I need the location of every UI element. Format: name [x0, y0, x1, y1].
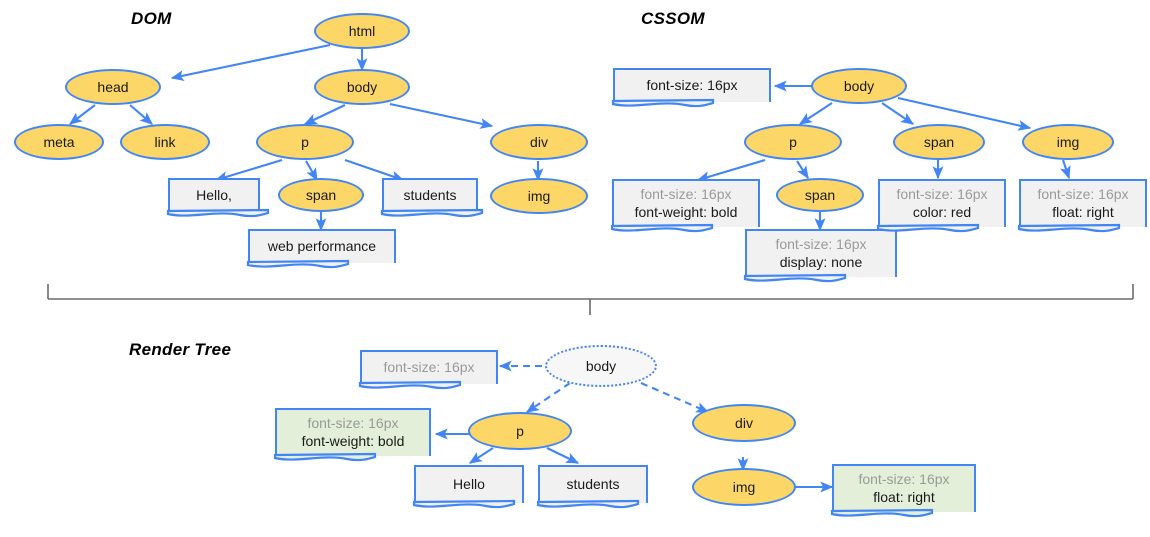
- dom-node-html[interactable]: html: [314, 13, 410, 49]
- wavy-edge: [878, 225, 978, 236]
- cssom-rules-img[interactable]: font-size: 16px float: right: [1019, 179, 1147, 227]
- dom-text-web-performance[interactable]: web performance: [248, 229, 396, 263]
- render-text-students[interactable]: students: [538, 465, 648, 503]
- section-divider: [47, 284, 1134, 315]
- wavy-edge: [382, 210, 482, 221]
- cssom-rules-span-nested[interactable]: font-size: 16px display: none: [745, 229, 897, 277]
- dom-node-img-label: img: [527, 188, 551, 204]
- render-node-body[interactable]: body: [545, 345, 657, 387]
- cssom-node-body-label: body: [843, 78, 875, 94]
- cssom-node-p[interactable]: p: [744, 124, 842, 160]
- render-rules-img[interactable]: font-size: 16px float: right: [832, 464, 976, 512]
- cssom-rules-p-line-1: font-size: 16px: [640, 186, 732, 203]
- cssom-node-img[interactable]: img: [1022, 124, 1114, 160]
- cssom-node-span[interactable]: span: [893, 124, 985, 160]
- dom-node-link[interactable]: link: [120, 124, 210, 160]
- wavy-edge: [275, 454, 375, 465]
- cssom-rules-span-nested-line-1: font-size: 16px: [775, 236, 867, 253]
- dom-node-link-label: link: [154, 134, 176, 150]
- dom-node-img[interactable]: img: [490, 178, 588, 214]
- cssom-rules-img-line-1: font-size: 16px: [1037, 186, 1129, 203]
- cssom-node-span-label: span: [923, 134, 955, 150]
- dom-node-span[interactable]: span: [278, 178, 364, 212]
- dom-node-head[interactable]: head: [65, 69, 161, 105]
- render-text-students-label: students: [566, 476, 620, 493]
- wavy-edge: [414, 501, 514, 512]
- dom-node-body-label: body: [346, 79, 378, 95]
- render-rules-p[interactable]: font-size: 16px font-weight: bold: [275, 408, 431, 456]
- wavy-edge: [248, 261, 348, 272]
- dom-node-meta[interactable]: meta: [14, 124, 104, 160]
- wavy-edge: [1019, 225, 1119, 236]
- cssom-rules-span-line-1: font-size: 16px: [896, 186, 988, 203]
- render-rules-p-line-2: font-weight: bold: [301, 433, 405, 449]
- dom-text-students-label: students: [403, 187, 457, 204]
- cssom-rules-p[interactable]: font-size: 16px font-weight: bold: [612, 179, 760, 227]
- cssom-node-span-nested-label: span: [804, 187, 836, 203]
- dom-node-p-label: p: [301, 134, 309, 150]
- dom-node-body[interactable]: body: [314, 69, 410, 105]
- dom-node-p[interactable]: p: [256, 124, 354, 160]
- section-title-render-tree: Render Tree: [129, 340, 232, 359]
- cssom-rules-span[interactable]: font-size: 16px color: red: [878, 179, 1006, 227]
- render-rules-body-line-1: font-size: 16px: [383, 359, 475, 376]
- wavy-edge: [832, 510, 932, 521]
- cssom-rules-p-line-2: font-weight: bold: [634, 204, 738, 220]
- wavy-edge: [612, 225, 712, 236]
- render-rules-img-line-1: font-size: 16px: [858, 471, 950, 488]
- wavy-edge: [168, 210, 268, 221]
- section-title-dom: DOM: [131, 9, 172, 28]
- dom-text-web-performance-label: web performance: [267, 238, 377, 255]
- dom-text-students[interactable]: students: [382, 178, 478, 212]
- render-text-hello[interactable]: Hello: [414, 465, 524, 503]
- cssom-rules-body[interactable]: font-size: 16px: [613, 68, 771, 102]
- dom-text-hello[interactable]: Hello,: [168, 178, 260, 212]
- wavy-edge: [613, 100, 713, 111]
- dom-text-hello-label: Hello,: [196, 187, 232, 204]
- cssom-node-span-nested[interactable]: span: [776, 178, 864, 212]
- render-node-img-label: img: [732, 479, 756, 495]
- render-rules-body[interactable]: font-size: 16px: [360, 350, 498, 384]
- wavy-edge: [745, 275, 845, 286]
- render-node-p-label: p: [516, 423, 524, 439]
- dom-node-html-label: html: [348, 23, 376, 39]
- dom-node-meta-label: meta: [43, 134, 75, 150]
- cssom-node-body[interactable]: body: [811, 68, 907, 104]
- dom-node-div-label: div: [530, 134, 548, 150]
- render-rules-p-line-1: font-size: 16px: [307, 415, 399, 432]
- wavy-edge: [538, 501, 638, 512]
- render-node-body-label: body: [585, 358, 617, 374]
- cssom-rules-span-nested-line-2: display: none: [779, 254, 863, 270]
- wavy-edge: [360, 382, 460, 393]
- cssom-rules-img-line-2: float: right: [1052, 204, 1114, 220]
- dom-node-head-label: head: [97, 79, 129, 95]
- cssom-rules-body-line-1: font-size: 16px: [646, 77, 738, 94]
- render-rules-img-line-2: float: right: [873, 489, 935, 505]
- section-title-cssom: CSSOM: [641, 9, 705, 28]
- dom-node-div[interactable]: div: [490, 124, 588, 160]
- render-node-p[interactable]: p: [468, 412, 572, 450]
- render-node-img[interactable]: img: [692, 468, 796, 506]
- cssom-node-p-label: p: [789, 134, 797, 150]
- render-node-div[interactable]: div: [692, 404, 796, 442]
- cssom-node-img-label: img: [1056, 134, 1080, 150]
- render-text-hello-label: Hello: [453, 476, 485, 493]
- dom-node-span-label: span: [305, 187, 337, 203]
- cssom-rules-span-line-2: color: red: [912, 204, 972, 220]
- render-node-div-label: div: [735, 415, 753, 431]
